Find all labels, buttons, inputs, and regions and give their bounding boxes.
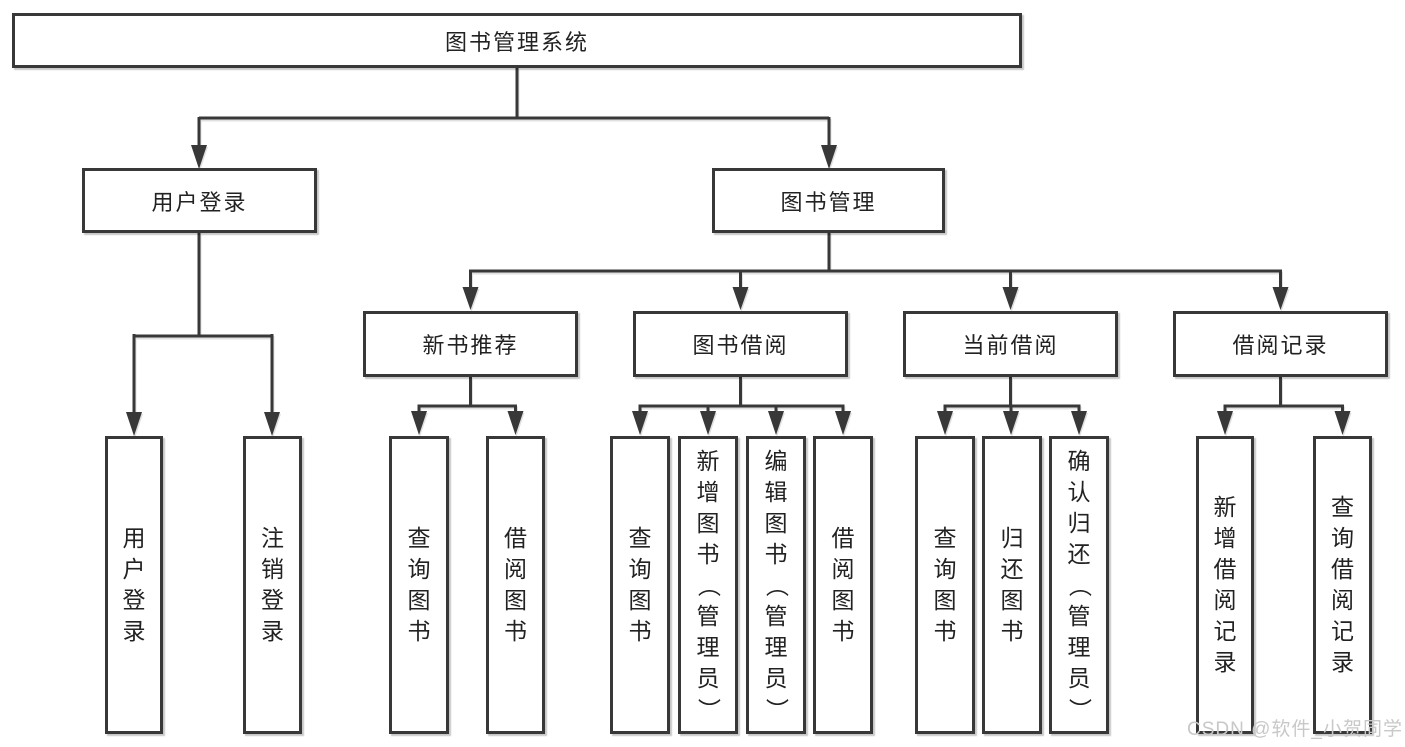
connector-new-book-recommend-to-leaves xyxy=(411,377,524,435)
leaf-label: 归还图书 xyxy=(1000,525,1024,644)
leaf-query-books-current: 查询图书 xyxy=(915,436,975,734)
leaf-label: 编辑图书（管理员） xyxy=(763,447,790,721)
node-label: 新书推荐 xyxy=(422,333,519,358)
leaf-label: 用户登录 xyxy=(122,525,146,644)
node-book-borrow: 图书借阅 xyxy=(633,311,848,377)
node-label: 用户登录 xyxy=(151,189,248,215)
node-borrow-records: 借阅记录 xyxy=(1173,311,1388,377)
leaf-label: 注销登录 xyxy=(261,525,284,644)
leaf-label: 新增借阅记录 xyxy=(1213,494,1237,675)
leaf-borrow-books: 借阅图书 xyxy=(813,436,873,734)
leaf-add-book-admin: 新增图书（管理员） xyxy=(678,436,738,734)
leaf-return-book: 归还图书 xyxy=(982,436,1042,734)
connector-user-login-to-leaves xyxy=(126,233,280,436)
node-book-management: 图书管理 xyxy=(712,168,945,233)
leaf-label: 查询图书 xyxy=(628,525,652,644)
node-new-book-recommend: 新书推荐 xyxy=(363,311,578,377)
connector-borrow-records-to-leaves xyxy=(1217,377,1351,435)
leaf-label: 确认归还（管理员） xyxy=(1066,447,1093,721)
leaf-label: 借阅图书 xyxy=(504,525,527,644)
leaf-logout: 注销登录 xyxy=(243,436,302,734)
leaf-label: 借阅图书 xyxy=(831,525,855,644)
leaf-label: 查询图书 xyxy=(407,525,431,644)
connector-root-to-level2 xyxy=(191,68,837,169)
node-library-management-system: 图书管理系统 xyxy=(12,13,1022,68)
node-user-login: 用户登录 xyxy=(82,168,317,233)
leaf-confirm-return-admin: 确认归还（管理员） xyxy=(1049,436,1109,734)
leaf-query-books-recommend: 查询图书 xyxy=(389,436,449,734)
leaf-add-borrow-record: 新增借阅记录 xyxy=(1196,436,1254,734)
connector-current-borrow-to-leaves xyxy=(937,377,1087,435)
node-label: 图书管理 xyxy=(780,189,877,215)
leaf-label: 查询图书 xyxy=(933,525,957,644)
node-label: 借阅记录 xyxy=(1232,333,1329,358)
node-label: 图书借阅 xyxy=(692,333,789,358)
leaf-user-login: 用户登录 xyxy=(105,436,163,734)
leaf-label: 查询借阅记录 xyxy=(1331,494,1354,675)
node-label: 当前借阅 xyxy=(962,333,1059,358)
leaf-query-books-borrow: 查询图书 xyxy=(610,436,670,734)
connector-book-management-to-level3 xyxy=(462,232,1289,310)
node-label: 图书管理系统 xyxy=(444,29,589,55)
leaf-query-borrow-record: 查询借阅记录 xyxy=(1313,436,1372,734)
connector-book-borrow-to-leaves xyxy=(632,377,851,435)
leaf-edit-book-admin: 编辑图书（管理员） xyxy=(746,436,806,734)
node-current-borrow: 当前借阅 xyxy=(903,311,1118,377)
leaf-label: 新增图书（管理员） xyxy=(695,447,722,721)
leaf-borrow-books-recommend: 借阅图书 xyxy=(486,436,545,734)
